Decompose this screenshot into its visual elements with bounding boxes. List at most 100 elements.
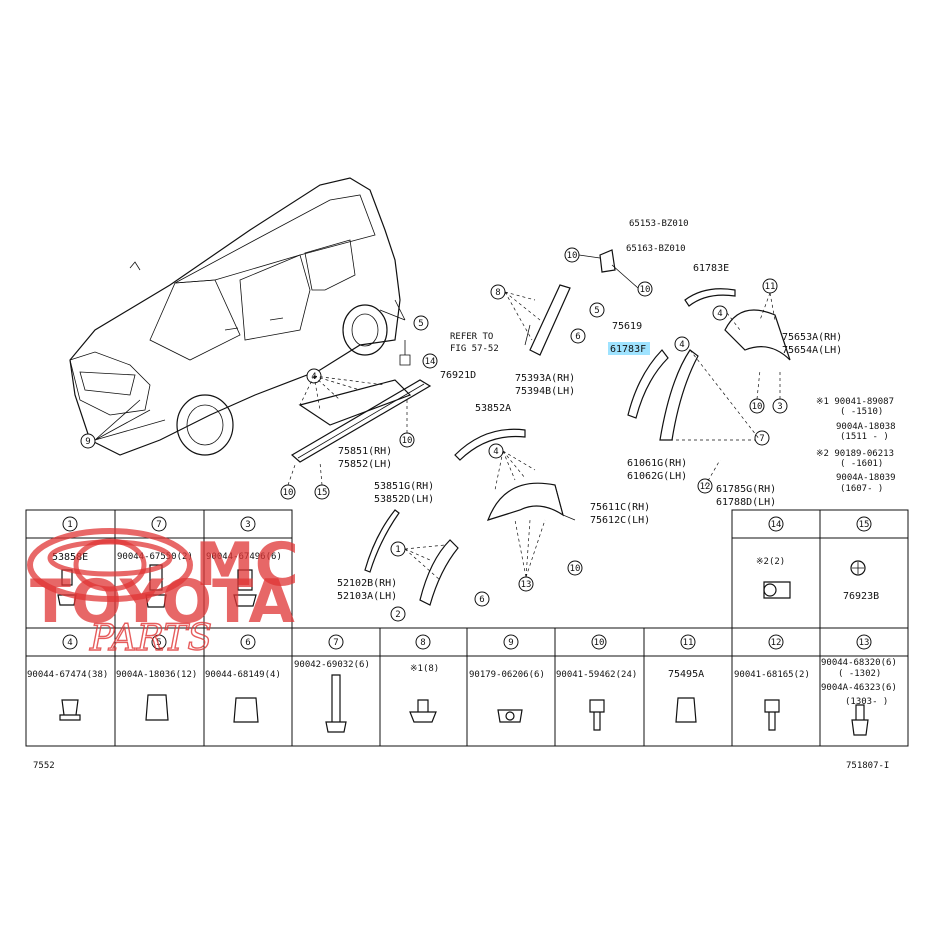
note-2b: ( -1601) <box>840 459 883 469</box>
cell-r1-1-num: 1 <box>67 520 72 530</box>
note-2d: (1607- ) <box>840 484 883 494</box>
svg-text:4: 4 <box>717 309 722 319</box>
label-75654A: 75654A(LH) <box>782 345 842 356</box>
svg-text:13: 13 <box>521 580 532 590</box>
label-65153: 65153-BZ010 <box>629 219 689 229</box>
svg-text:12: 12 <box>700 482 711 492</box>
label-61788D: 61788D(LH) <box>716 497 776 508</box>
vehicle-illustration <box>69 177 406 456</box>
label-61785G: 61785G(RH) <box>716 484 776 495</box>
label-76921D: 76921D <box>440 370 476 381</box>
cell-r1-5-num: 15 <box>859 520 870 530</box>
svg-text:14: 14 <box>425 357 436 367</box>
cell-r2-10-note-b: 9004A-46323(6) <box>821 683 897 693</box>
cell-r2-7-part: 90041-59462(24) <box>556 670 637 680</box>
cell-r1-3-num: 3 <box>245 520 250 530</box>
cell-r2-6-num: 9 <box>508 638 513 648</box>
cell-r2-6-part: 90179-06206(6) <box>469 670 545 680</box>
svg-text:7: 7 <box>759 434 764 444</box>
cell-r1-2-part: 90044-67550(2) <box>117 552 193 562</box>
cell-r2-10-num: 13 <box>859 638 870 648</box>
callout-circles: 9 5 14 4 10 10 15 8 6 10 10 5 4 13 10 1 … <box>80 247 788 622</box>
label-75619: 75619 <box>612 321 642 332</box>
note-1c: 9004A-18038 <box>836 422 896 432</box>
cell-r2-8-part: 75495A <box>668 669 704 680</box>
label-75611C: 75611C(RH) <box>590 502 650 513</box>
label-52103A: 52103A(LH) <box>337 591 397 602</box>
footer-right-code: 751807-I <box>846 761 889 771</box>
cell-r2-5-part: ※1(8) <box>410 664 439 674</box>
cell-r2-3-part: 90044-68149(4) <box>205 670 281 680</box>
svg-text:10: 10 <box>567 251 578 261</box>
svg-text:10: 10 <box>640 285 651 295</box>
cell-r1-3-part: 90044-67496(6) <box>206 552 282 562</box>
svg-text:10: 10 <box>752 402 763 412</box>
part-outlines <box>287 249 791 606</box>
label-75653A: 75653A(RH) <box>782 332 842 343</box>
label-75852: 75852(LH) <box>338 459 392 470</box>
svg-text:15: 15 <box>317 488 328 498</box>
cell-r2-2-num: 5 <box>156 638 161 648</box>
label-53852D: 53852D(LH) <box>374 494 434 505</box>
cell-r2-7-num: 10 <box>594 638 605 648</box>
label-53851G: 53851G(RH) <box>374 481 434 492</box>
callout-labels: 61783F 61783E 65153-BZ010 65163-BZ010 75… <box>337 219 896 602</box>
label-65163: 65163-BZ010 <box>626 244 686 254</box>
label-75851: 75851(RH) <box>338 446 392 457</box>
label-61783E: 61783E <box>693 263 729 274</box>
fastener-table: 1 7 3 14 15 53858E 90044-67550(2) 90044-… <box>25 509 909 747</box>
cell-r2-1-part: 90044-67474(38) <box>27 670 108 680</box>
label-61062G: 61062G(LH) <box>627 471 687 482</box>
svg-text:5: 5 <box>418 319 423 329</box>
svg-text:6: 6 <box>479 595 484 605</box>
watermark-toyota: TOYOTA <box>30 567 295 637</box>
label-61061G: 61061G(RH) <box>627 458 687 469</box>
note-1b: ( -1510) <box>840 407 883 417</box>
cell-r2-10-note-a: ( -1302) <box>838 669 881 679</box>
cell-r2-10-note-c: (1303- ) <box>845 697 888 707</box>
cell-r1-4-part: ※2(2) <box>756 557 785 567</box>
label-53852A: 53852A <box>475 403 511 414</box>
label-75394B: 75394B(LH) <box>515 386 575 397</box>
cell-r2-1-num: 4 <box>67 638 72 648</box>
cell-r2-4-part: 90042-69032(6) <box>294 660 370 670</box>
footer-left-code: 7552 <box>33 761 55 771</box>
svg-text:6: 6 <box>575 332 580 342</box>
note-1a: ※1 90041-89087 <box>816 397 894 407</box>
svg-text:10: 10 <box>402 436 413 446</box>
cell-r2-2-part: 9004A-18036(12) <box>116 670 197 680</box>
cell-r2-3-num: 6 <box>245 638 250 648</box>
label-52102B: 52102B(RH) <box>337 578 397 589</box>
label-75612C: 75612C(LH) <box>590 515 650 526</box>
svg-text:11: 11 <box>765 282 776 292</box>
svg-text:4: 4 <box>493 447 498 457</box>
cell-r1-4-num: 14 <box>771 520 782 530</box>
refer-text-2: FIG 57-52 <box>450 344 499 354</box>
svg-text:5: 5 <box>594 306 599 316</box>
note-1d: (1511 - ) <box>840 432 889 442</box>
watermark-parts: PARTS <box>89 618 212 659</box>
cell-r1-2-num: 7 <box>156 520 161 530</box>
refer-text-1: REFER TO <box>450 332 493 342</box>
label-75393A: 75393A(RH) <box>515 373 575 384</box>
note-2c: 9004A-18039 <box>836 473 896 483</box>
svg-text:10: 10 <box>570 564 581 574</box>
cell-r2-10-part: 90044-68320(6) <box>821 658 897 668</box>
cell-r2-4-num: 7 <box>333 638 338 648</box>
cell-r2-5-num: 8 <box>420 638 425 648</box>
cell-r2-9-num: 12 <box>771 638 782 648</box>
svg-text:3: 3 <box>777 402 782 412</box>
watermark-logo: MC TOYOTA PARTS <box>27 528 299 660</box>
cell-r2-9-part: 90041-68165(2) <box>734 670 810 680</box>
cell-r1-5-part: 76923B <box>843 591 879 602</box>
cell-r1-1-part: 53858E <box>52 552 88 563</box>
label-61783F: 61783F <box>610 344 646 355</box>
svg-text:1: 1 <box>395 545 400 555</box>
svg-text:9: 9 <box>85 437 90 447</box>
svg-text:4: 4 <box>679 340 684 350</box>
svg-text:8: 8 <box>495 288 500 298</box>
svg-text:2: 2 <box>395 610 400 620</box>
cell-r2-8-num: 11 <box>683 638 694 648</box>
note-2a: ※2 90189-06213 <box>816 449 894 459</box>
